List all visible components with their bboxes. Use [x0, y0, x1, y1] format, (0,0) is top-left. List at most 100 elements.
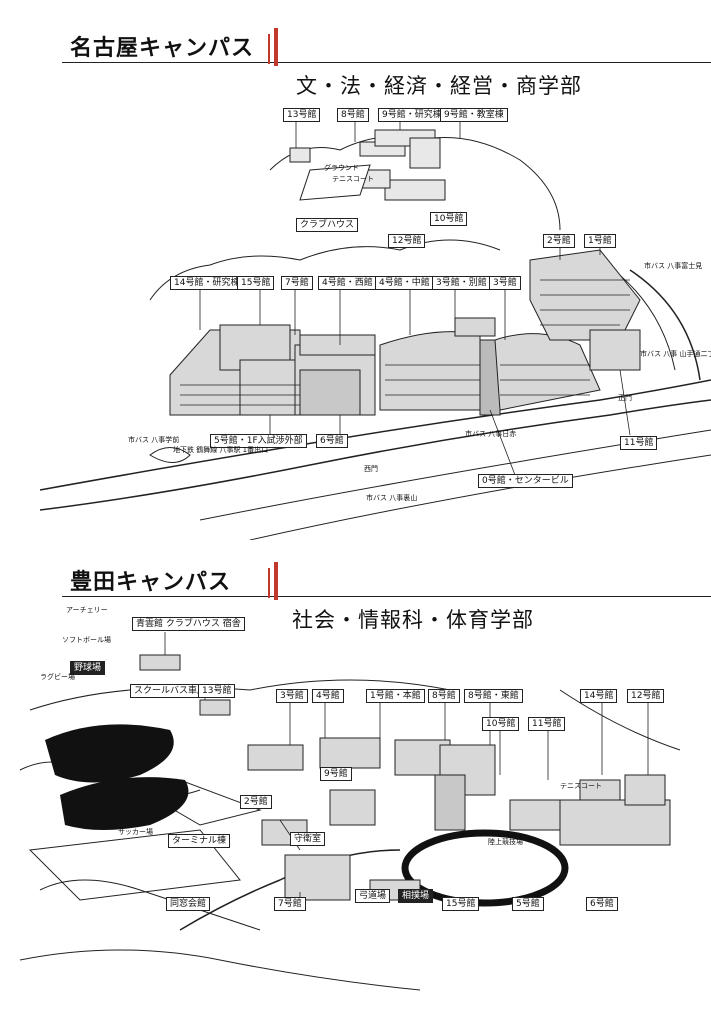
header-accent-bar	[268, 568, 270, 598]
gym-clubhouse	[139, 654, 181, 671]
label-toyota-softball: ソフトボール場	[62, 636, 111, 644]
running-track	[401, 829, 569, 907]
label-toyota-tennis: テニスコート	[560, 782, 602, 790]
label-nagoya-building-7: 7号館	[281, 276, 313, 290]
main-road	[179, 849, 401, 931]
label-toyota-archery: アーチェリー	[66, 606, 108, 614]
window-rows	[385, 364, 480, 396]
building-4-center	[379, 331, 481, 411]
hill-outline	[29, 679, 451, 711]
toyota-campus-title: 豊田キャンパス	[70, 570, 232, 595]
label-toyota-building-13: 13号館	[198, 684, 236, 698]
label-toyota-building-12: 12号館	[627, 689, 665, 703]
label-nagoya-main-gate: 正門	[618, 394, 632, 402]
pond	[60, 777, 189, 830]
roundabout	[149, 447, 191, 463]
label-nagoya-building-13: 13号館	[283, 108, 321, 122]
building-9	[329, 789, 376, 826]
label-toyota-building-8-east: 8号館・東館	[464, 689, 523, 703]
leader-lines	[269, 369, 631, 476]
nagoya-campus-title: 名古屋キャンパス	[70, 36, 255, 61]
label-nagoya-bus-stop: 市バス 八事富士見	[644, 262, 703, 270]
building-7	[284, 854, 351, 901]
label-nagoya-building-4-west: 4号館・西館	[318, 276, 377, 290]
side-road	[629, 269, 701, 381]
label-toyota-building-7: 7号館	[274, 897, 306, 911]
nagoya-campus-header: 名古屋キャンパス	[62, 28, 711, 66]
label-nagoya-building-14: 14号館・研究棟	[170, 276, 244, 290]
label-toyota-building-5: 5号館	[512, 897, 544, 911]
label-toyota-gym-clubhouse: 青雲館 クラブハウス 宿舎	[132, 617, 245, 631]
label-toyota-building-2: 2号館	[240, 795, 272, 809]
label-toyota-alumni-hall: 同窓会館	[166, 897, 211, 911]
building-7	[299, 334, 376, 356]
building-9-lecture	[409, 137, 441, 169]
label-toyota-building-15: 15号館	[442, 897, 480, 911]
header-accent-bar	[268, 34, 270, 64]
building-10	[384, 179, 446, 201]
soccer-field	[28, 829, 241, 901]
building-4	[319, 737, 381, 769]
header-accent-bar	[274, 28, 278, 66]
toyota-faculties-heading: 社会・情報科・体育学部	[292, 608, 534, 632]
window-rows	[540, 279, 630, 326]
label-nagoya-building-6: 6号館	[316, 434, 348, 448]
label-toyota-soccer: サッカー場	[118, 828, 153, 836]
label-nagoya-ground: グラウンド	[324, 164, 359, 172]
label-toyota-building-9: 9号館	[320, 767, 352, 781]
label-toyota-sumo-ring: 相撲場	[398, 889, 434, 903]
window-rows	[500, 364, 590, 396]
building-6	[299, 369, 361, 416]
label-nagoya-west-gate: 西門	[364, 465, 378, 473]
label-toyota-building-6: 6号館	[586, 897, 618, 911]
building-13	[199, 699, 231, 716]
road	[559, 689, 681, 751]
tree-line	[149, 239, 501, 301]
label-nagoya-bus-stop: 市バス 八事学前	[128, 436, 180, 444]
window-rows	[180, 384, 300, 406]
leader-lines	[295, 122, 461, 148]
nagoya-campus-map	[39, 122, 711, 540]
leader-lines	[199, 285, 506, 345]
label-nagoya-building-3-annex: 3号館・別館	[432, 276, 491, 290]
label-nagoya-building-3: 3号館	[489, 276, 521, 290]
building-11	[589, 329, 641, 371]
label-toyota-building-8: 8号館	[428, 689, 460, 703]
building-5	[559, 799, 671, 846]
label-nagoya-bus-stop: 市バス 八事裏山	[366, 494, 418, 502]
label-toyota-rugby: ラグビー場	[40, 673, 75, 681]
label-nagoya-building-10: 10号館	[430, 212, 468, 226]
label-toyota-building-14: 14号館	[580, 689, 618, 703]
building-13	[289, 147, 311, 163]
label-nagoya-building-0: 0号館・センタービル	[478, 474, 573, 488]
label-toyota-building-1: 1号館・本館	[366, 689, 425, 703]
label-nagoya-building-12: 12号館	[388, 234, 426, 248]
label-nagoya-tennis: テニスコート	[332, 175, 374, 183]
building-3-annex	[454, 317, 496, 337]
label-toyota-terminal: ターミナル棟	[168, 834, 231, 848]
building-3	[494, 333, 601, 411]
label-nagoya-building-11: 11号館	[620, 436, 658, 450]
label-toyota-kyudo-hall: 弓道場	[355, 889, 391, 903]
label-toyota-building-10: 10号館	[482, 717, 520, 731]
label-toyota-building-3: 3号館	[276, 689, 308, 703]
label-toyota-baseball: 野球場	[70, 661, 106, 675]
pond	[45, 724, 174, 783]
ground-field	[299, 164, 371, 201]
label-toyota-building-4: 4号館	[312, 689, 344, 703]
building-12	[624, 774, 666, 806]
main-road	[39, 379, 711, 491]
label-toyota-track: 陸上競技場	[488, 838, 523, 846]
label-toyota-building-11: 11号館	[528, 717, 566, 731]
nagoya-faculties-heading: 文・法・経済・経営・商学部	[296, 74, 582, 98]
main-road	[39, 399, 711, 511]
road	[39, 879, 261, 931]
label-nagoya-building-4-center: 4号館・中館	[375, 276, 434, 290]
building-5	[239, 359, 296, 416]
header-accent-bar	[274, 562, 278, 600]
road	[249, 454, 711, 540]
label-toyota-guard-room: 守衛室	[290, 832, 326, 846]
label-nagoya-building-9-lecture: 9号館・教室棟	[440, 108, 508, 122]
building-15	[434, 774, 466, 831]
label-nagoya-clubhouse: クラブハウス	[296, 218, 359, 232]
